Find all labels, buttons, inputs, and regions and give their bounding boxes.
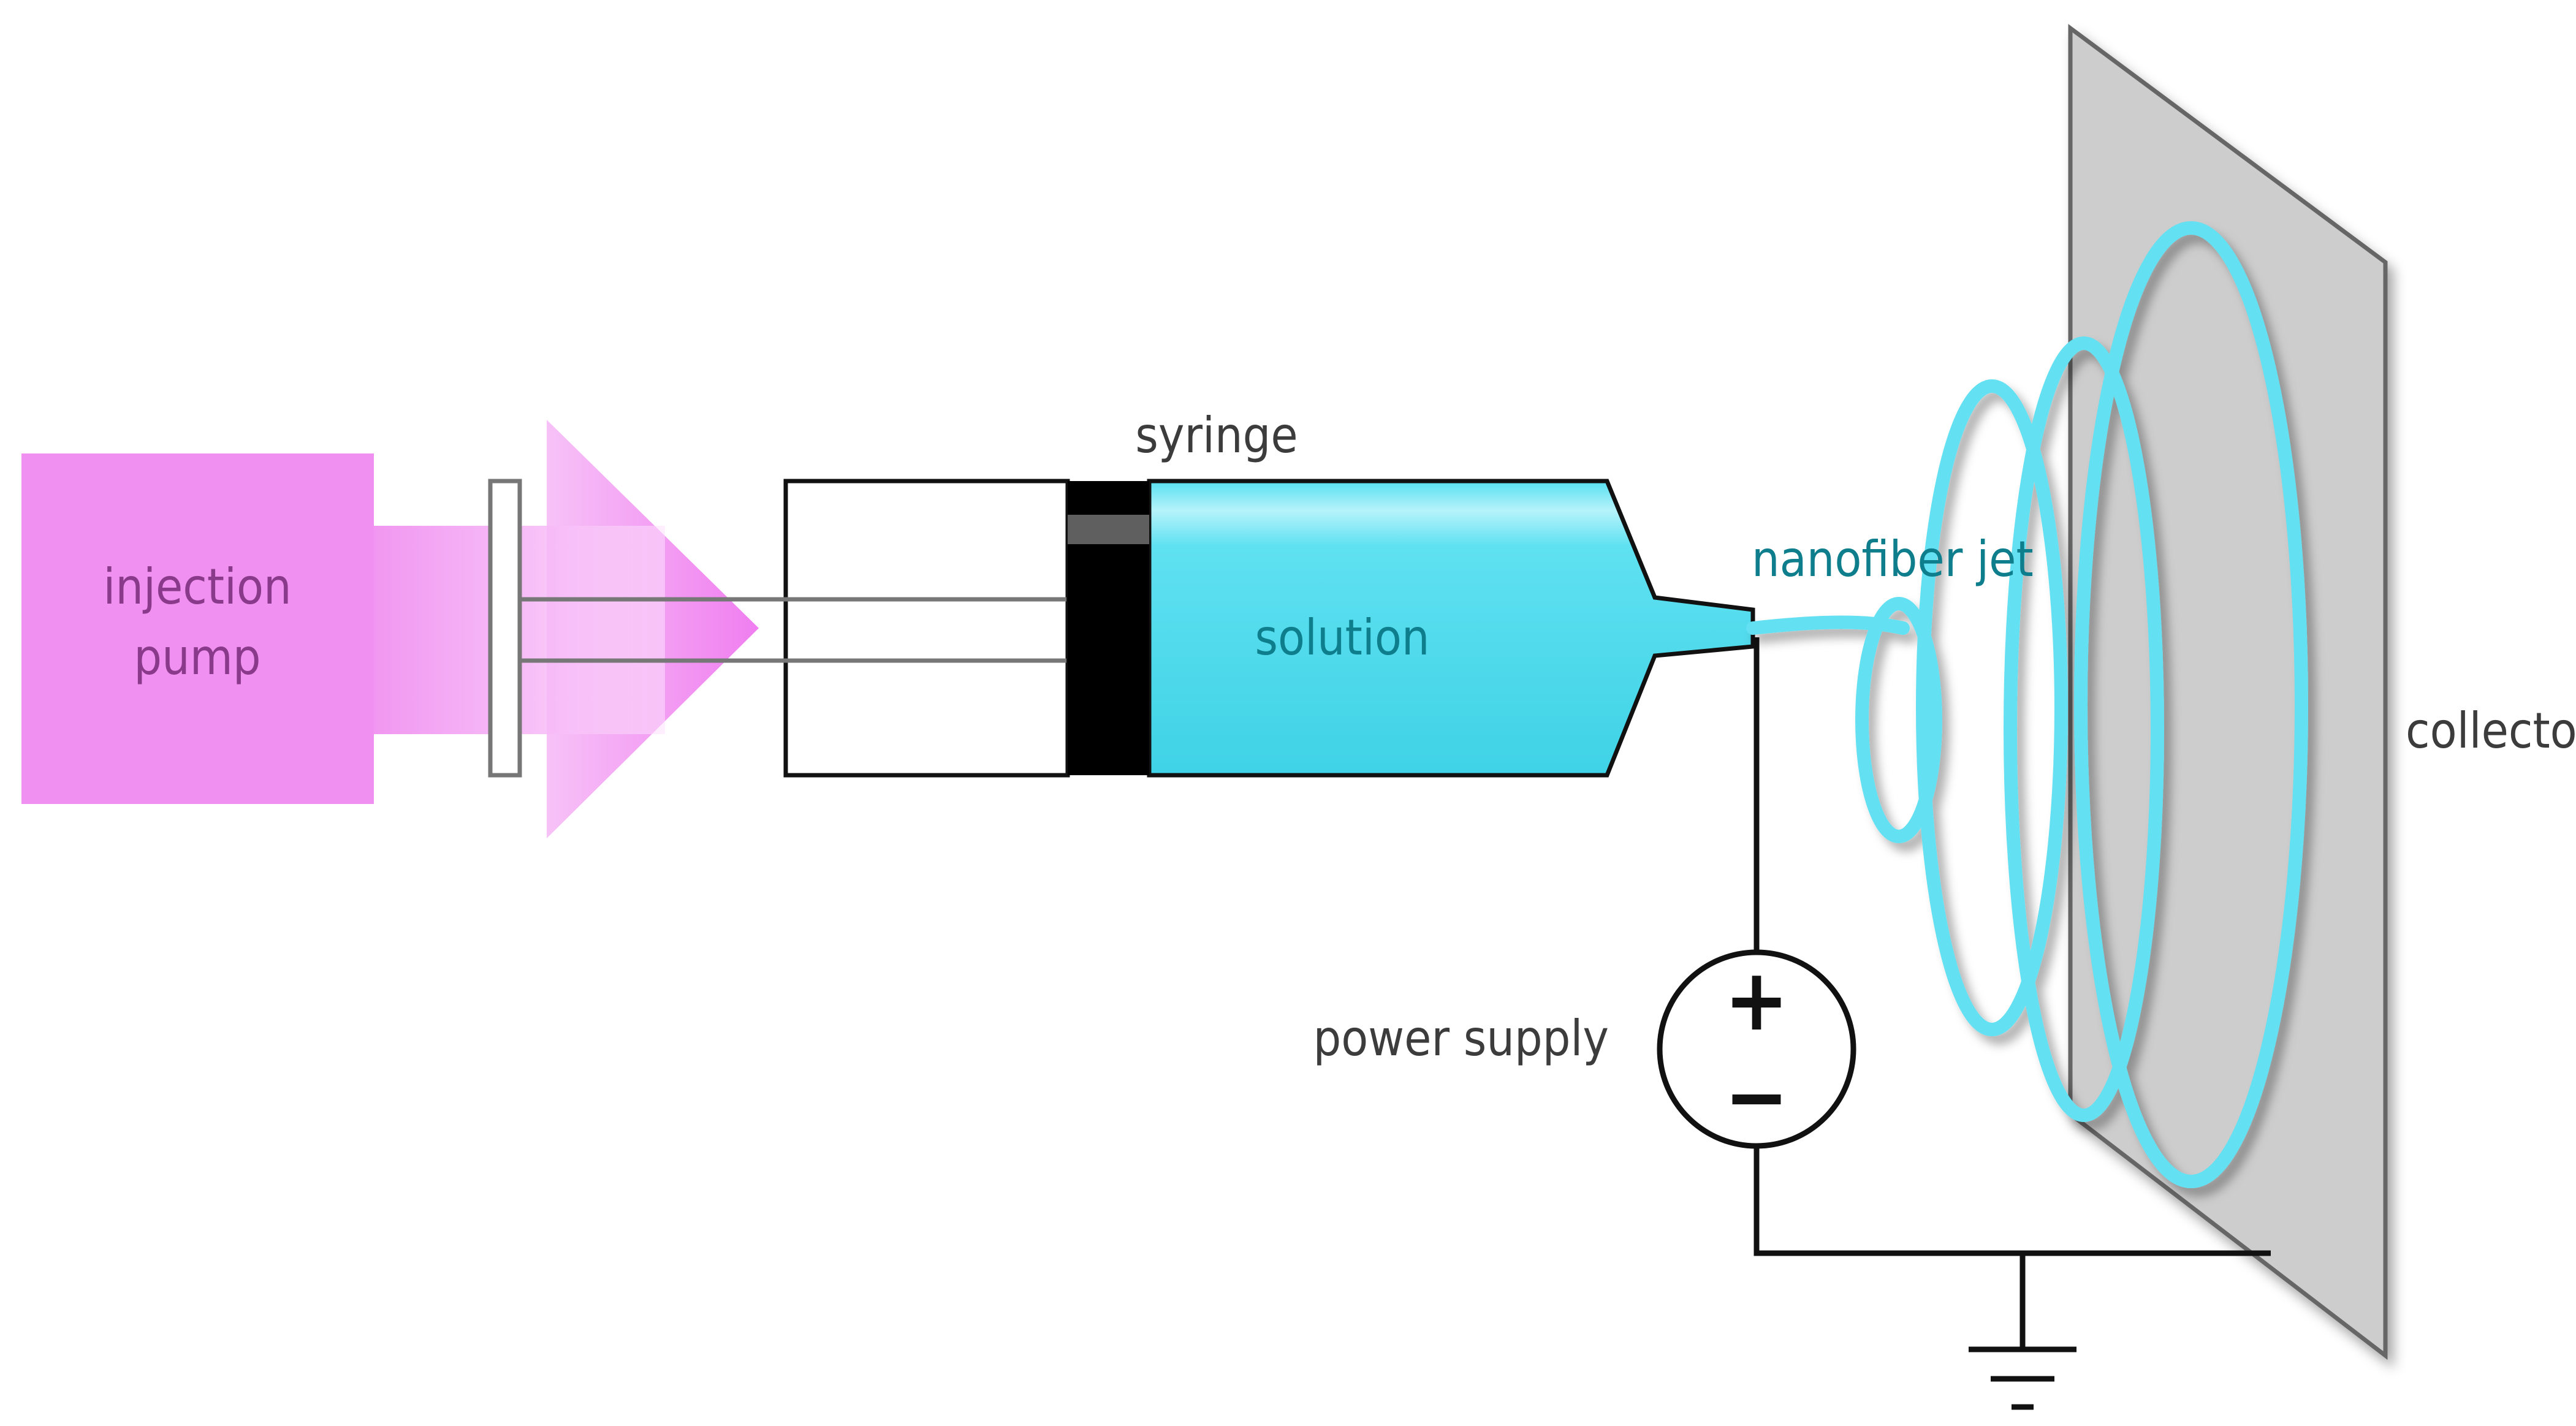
nanofiber-spiral: [1746, 221, 2308, 1188]
plunger-handle: [488, 479, 522, 778]
jet-stream: [1746, 615, 1910, 635]
spiral-loop-4: [2074, 221, 2308, 1188]
plus-symbol: +: [1724, 950, 1789, 1050]
power-supply-label: power supply: [1313, 1010, 1609, 1067]
minus-symbol: −: [1724, 1047, 1789, 1147]
spiral-loop-3: [2004, 336, 2164, 1122]
solution-label: solution: [1255, 609, 1430, 666]
syringe-barrel-air: [783, 479, 1070, 778]
collector-plate: [2068, 24, 2388, 1360]
injection-pump-label-line2: pump: [134, 629, 260, 686]
nanofiber-jet-label: nanofiber jet: [1752, 531, 2034, 588]
ground-icon: [1969, 1346, 2076, 1410]
plunger-stopper-highlight: [1068, 515, 1149, 544]
dc-source-icon: + −: [1657, 949, 1856, 1149]
solution-fill: [1147, 479, 1755, 778]
syringe-label: syringe: [1135, 407, 1297, 464]
collector-label: collector: [2406, 702, 2576, 759]
wire-source-to-collector: [1753, 1146, 2271, 1256]
spiral-loop-2: [1916, 379, 2068, 1036]
spiral-loop-1: [1855, 597, 1942, 843]
injection-pump-label-line1: injection: [103, 558, 291, 615]
injection-pump-box: [21, 453, 374, 804]
